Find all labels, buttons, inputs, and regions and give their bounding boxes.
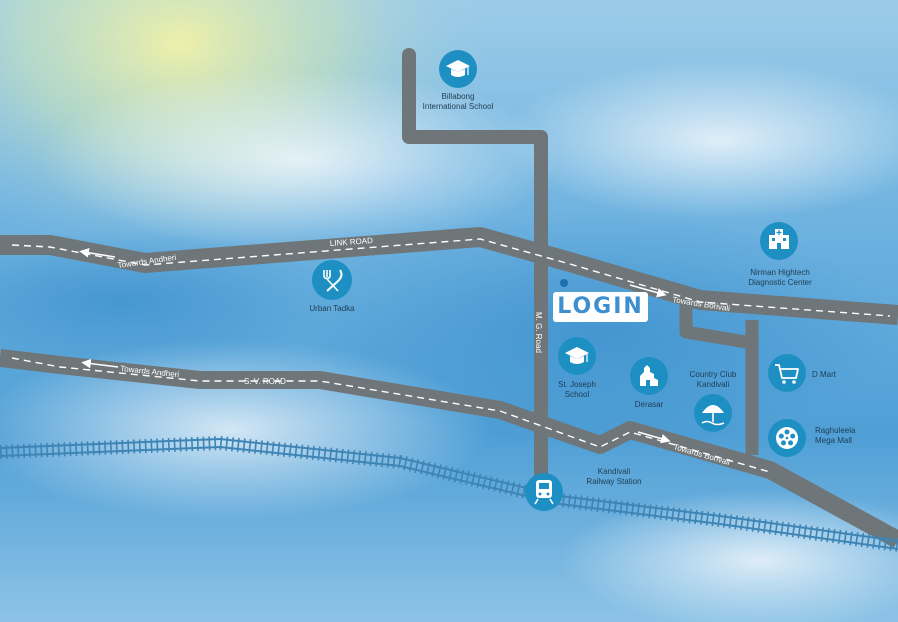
fork-knife-icon bbox=[312, 260, 352, 300]
mg-road bbox=[402, 48, 548, 507]
label-billabong-school: Billabong International School bbox=[422, 92, 494, 111]
label-kandivali-station: Kandivali Railway Station bbox=[586, 467, 642, 486]
arrow-towards-andheri-top bbox=[79, 248, 116, 258]
road-label-mg-road: M. G. Road bbox=[534, 312, 543, 353]
graduation-cap-icon bbox=[558, 337, 596, 375]
label-urban-tadka: Urban Tadka bbox=[309, 304, 355, 313]
arrow-towards-borivali-bottom bbox=[637, 431, 671, 444]
water-shade bbox=[0, 230, 340, 370]
railway-track bbox=[0, 435, 898, 552]
train-icon bbox=[525, 473, 563, 511]
link-road bbox=[0, 227, 898, 325]
arrow-towards-andheri-bottom bbox=[81, 358, 119, 369]
brand-logo: LOGIN bbox=[553, 292, 648, 322]
label-d-mart: D Mart bbox=[812, 370, 836, 379]
link-road-lane bbox=[11, 238, 891, 317]
sv-road-lane bbox=[11, 357, 771, 473]
label-st-joseph-school: St. Joseph School bbox=[558, 380, 596, 399]
hospital-icon bbox=[760, 222, 798, 260]
graduation-cap-icon bbox=[439, 50, 477, 88]
cloud bbox=[500, 60, 898, 220]
film-reel-icon bbox=[768, 419, 806, 457]
beach-umbrella-icon bbox=[694, 394, 732, 432]
arrow-towards-borivali-top bbox=[629, 284, 667, 298]
shopping-cart-icon bbox=[768, 354, 806, 392]
location-pin-icon bbox=[560, 279, 568, 287]
label-derasar: Derasar bbox=[634, 400, 664, 409]
label-country-club: Country Club Kandivali bbox=[689, 370, 737, 389]
temple-icon bbox=[630, 357, 668, 395]
road-label-link-road: LINK ROAD bbox=[330, 236, 374, 248]
cloud bbox=[560, 490, 898, 622]
link-road-branch bbox=[679, 300, 754, 350]
cloud bbox=[40, 70, 560, 250]
label-nirman-diagnostic-center: Nirman Hightech Diagnostic Center bbox=[748, 268, 812, 287]
sv-road bbox=[0, 349, 898, 548]
road-label-sv-road: S. V. ROAD bbox=[244, 377, 286, 386]
label-raghuleela-mall: Raghuleela Mega Mall bbox=[815, 426, 856, 445]
